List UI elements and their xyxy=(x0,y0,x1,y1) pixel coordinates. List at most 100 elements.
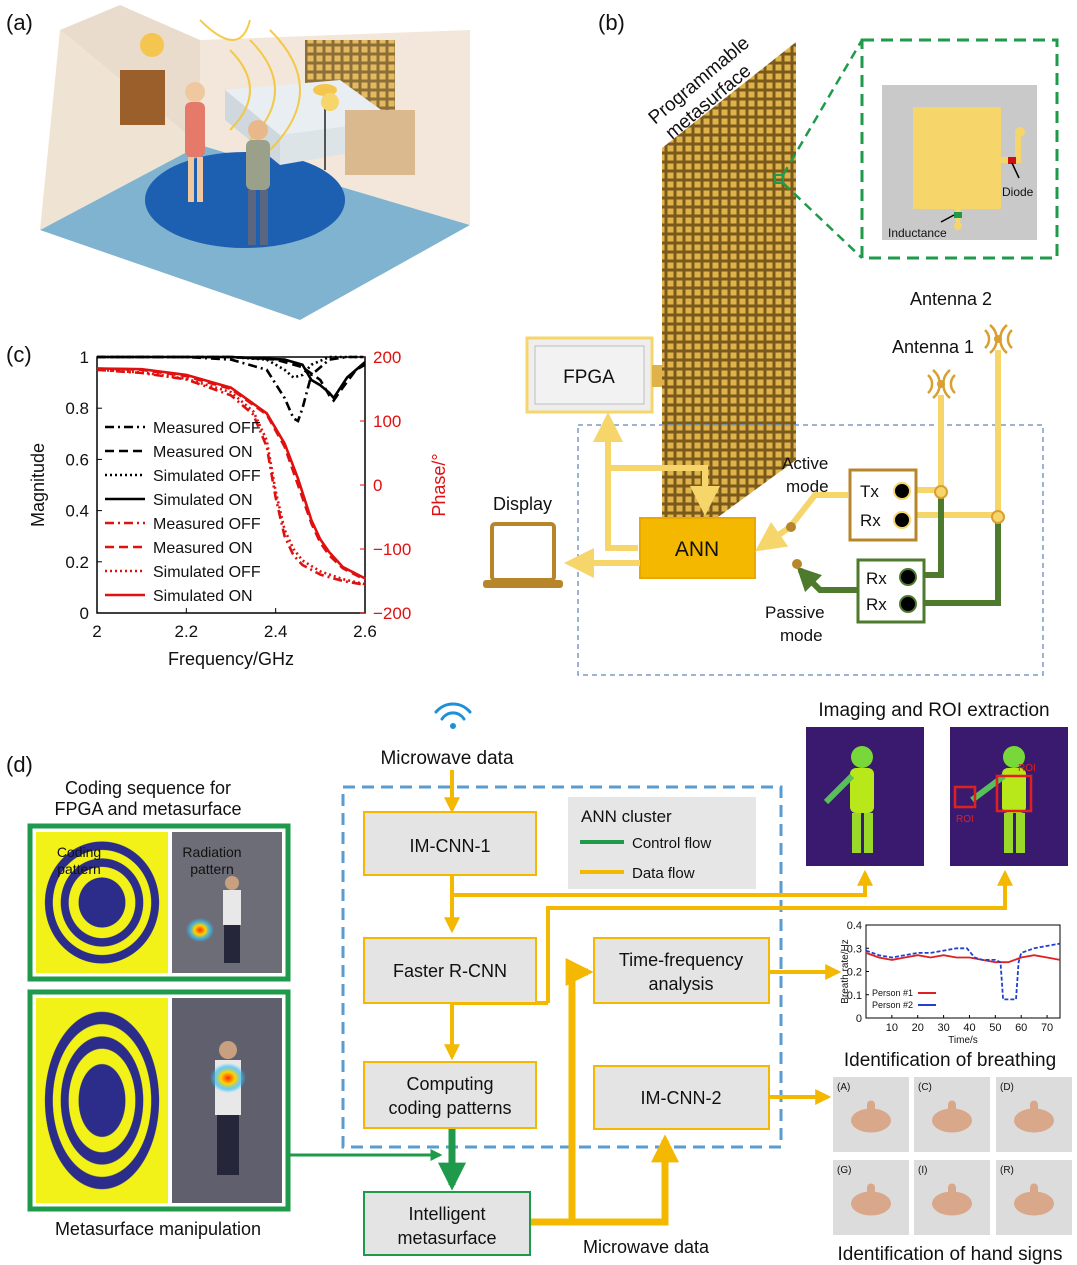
rx-port-icon-1 xyxy=(893,511,911,529)
active-mode-line2: mode xyxy=(786,477,829,496)
y2-tick-label: 200 xyxy=(373,348,401,367)
y-tick-label: 0.2 xyxy=(65,553,89,572)
x-tick-label: 2 xyxy=(92,622,101,641)
legend-label: Simulated ON xyxy=(153,588,253,605)
imaging-roi: ROI ROI xyxy=(950,727,1068,866)
y2-tick-label: −100 xyxy=(373,540,411,559)
bulb-icon xyxy=(321,93,339,111)
coding-title-line1: Coding sequence for xyxy=(65,778,231,798)
metasurface-manipulation-label: Metasurface manipulation xyxy=(55,1219,261,1239)
time-frequency-box xyxy=(593,937,770,1004)
breath-x-tick-label: 20 xyxy=(912,1022,924,1034)
legend-title: ANN cluster xyxy=(581,807,672,826)
legend-data-flow: Data flow xyxy=(632,865,695,882)
series-line xyxy=(97,355,366,401)
hand-shape xyxy=(851,1191,891,1216)
programmable-metasurface xyxy=(662,42,796,558)
legend-label: Measured OFF xyxy=(153,420,261,437)
finger-shape xyxy=(867,1100,875,1119)
breath-y-tick-label: 0.3 xyxy=(847,943,862,955)
breath-legend-label: Person #2 xyxy=(872,1000,913,1010)
diode-marker xyxy=(1008,157,1016,164)
x-tick-label: 2.2 xyxy=(175,622,199,641)
breath-y-tick-label: 0.4 xyxy=(847,920,862,932)
rx-label-2: Rx xyxy=(866,569,887,588)
imcnn2-box xyxy=(593,1065,770,1130)
panel-d-thick-data-arrows xyxy=(530,958,679,1226)
laptop-icon xyxy=(483,522,563,588)
legend-control-flow: Control flow xyxy=(632,835,711,852)
imaging-title: Imaging and ROI extraction xyxy=(818,700,1049,721)
hand-sign-label: (G) xyxy=(837,1165,851,1176)
rx-port-icon-2 xyxy=(899,568,917,586)
y-tick-label: 0.4 xyxy=(65,502,89,521)
inductance-label: Inductance xyxy=(888,226,947,240)
imcnn1-label: IM-CNN-1 xyxy=(410,836,491,856)
imcnn2-label: IM-CNN-2 xyxy=(641,1088,722,1108)
inductance-marker xyxy=(954,212,962,218)
finger-shape xyxy=(1030,1100,1038,1119)
roi-box-body xyxy=(995,774,1033,813)
legend-label: Simulated OFF xyxy=(153,564,261,581)
display-label: Display xyxy=(493,494,552,514)
roi-box-hand xyxy=(953,785,977,809)
breath-y-axis-label: Breath rate/Hz xyxy=(840,939,851,1003)
rx-label-1: Rx xyxy=(860,511,881,530)
breath-series-line xyxy=(865,952,1061,964)
hand-sign-label: (D) xyxy=(1000,1082,1014,1093)
computing-label-line1: Computing xyxy=(406,1074,493,1094)
passive-mode-line2: mode xyxy=(780,626,823,645)
hand-shape xyxy=(1014,1108,1054,1133)
y-tick-label: 0.6 xyxy=(65,450,89,469)
intelligent-label-line1: Intelligent xyxy=(408,1204,485,1224)
series-line xyxy=(97,355,366,403)
y-axis-label: Magnitude xyxy=(28,443,48,527)
y2-axis-label: Phase/° xyxy=(429,453,449,516)
computing-box xyxy=(363,1061,537,1129)
panel-label-c: (c) xyxy=(6,342,32,367)
breath-series-line xyxy=(865,942,1061,1001)
series-line xyxy=(96,367,366,580)
tx-port-icon xyxy=(893,482,911,500)
faster-rcnn-box xyxy=(363,937,537,1004)
antenna2-label: Antenna 2 xyxy=(910,289,992,309)
bedroom-illustration xyxy=(40,5,470,320)
breath-x-tick-label: 60 xyxy=(1015,1022,1027,1034)
y2-tick-label: 100 xyxy=(373,412,401,431)
finger-shape xyxy=(948,1183,956,1202)
legend-label: Simulated ON xyxy=(153,492,253,509)
breath-y-tick-label: 0 xyxy=(856,1013,862,1025)
coding-pattern-label-line1: Coding xyxy=(57,844,101,860)
ann-box xyxy=(639,517,756,579)
rug-shape xyxy=(145,152,345,248)
faster-rcnn-label: Faster R-CNN xyxy=(393,961,507,981)
breath-y-tick-label: 0.2 xyxy=(847,967,862,979)
series-line xyxy=(96,367,366,581)
zoom-line-top xyxy=(781,39,864,176)
panel-d-data-arrows xyxy=(444,770,1013,1105)
time-frequency-label-line2: analysis xyxy=(648,974,713,994)
x-tick-label: 2.6 xyxy=(353,622,377,641)
unit-cell-patch xyxy=(913,107,1001,209)
roi-label-body: ROI xyxy=(1018,763,1036,774)
roi-label-hand: ROI xyxy=(956,814,974,825)
hand-shape xyxy=(932,1108,972,1133)
panel-b-data-arrows xyxy=(564,350,1001,578)
breath-x-tick-label: 50 xyxy=(989,1022,1001,1034)
coding-pattern-label-line2: pattern xyxy=(57,861,101,877)
ann-label: ANN xyxy=(675,538,719,561)
zoom-line-bottom xyxy=(782,182,863,259)
hand-sign-label: (A) xyxy=(837,1082,850,1093)
hand-shape xyxy=(1014,1191,1054,1216)
computing-label-line2: coding patterns xyxy=(388,1098,511,1118)
hand-title: Identification of hand signs xyxy=(838,1244,1063,1265)
breath-x-tick-label: 30 xyxy=(937,1022,949,1034)
radiation-pattern-label-line1: Radiation xyxy=(182,844,241,860)
panel-label-d: (d) xyxy=(6,752,33,777)
coding-pattern-image-top xyxy=(36,832,168,973)
time-frequency-label-line1: Time-frequency xyxy=(619,950,743,970)
y2-tick-label: −200 xyxy=(373,604,411,623)
